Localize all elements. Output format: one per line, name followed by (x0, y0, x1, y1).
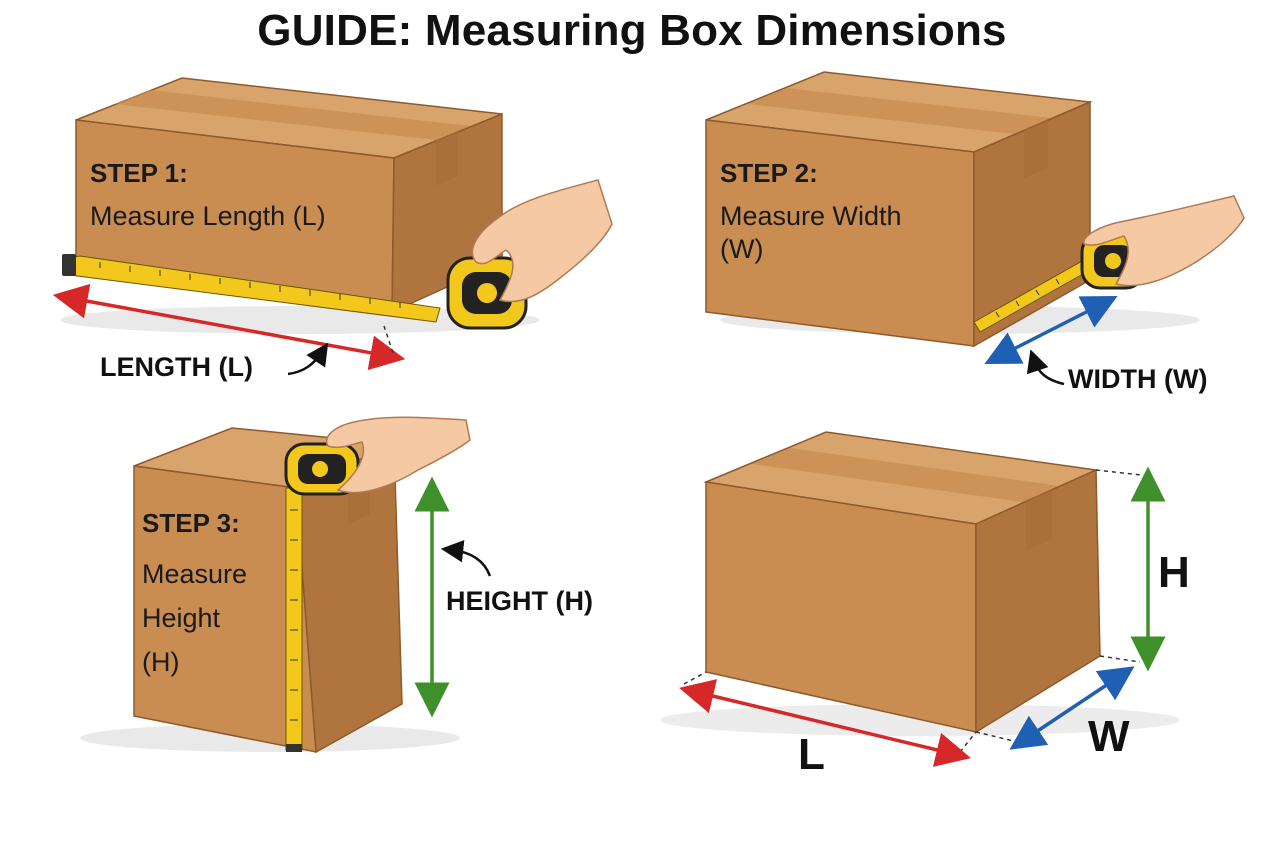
summary-length-label: L (798, 730, 825, 779)
width-arrow (984, 296, 1118, 364)
summary-box-illustration (660, 431, 1180, 736)
length-label-pointer (287, 342, 329, 376)
hand-icon (471, 179, 613, 303)
hand-icon (1083, 195, 1245, 287)
step-1-instruction: Measure Length (L) (90, 200, 326, 233)
step-3-line-1: Measure (142, 559, 248, 589)
height-label: HEIGHT (H) (446, 586, 593, 616)
width-label: WIDTH (W) (1068, 364, 1208, 394)
length-arrow (52, 283, 406, 371)
step-2-heading: STEP 2: (720, 158, 818, 188)
summary-height-label: H (1158, 548, 1190, 597)
step-2-line-2: (W) (720, 234, 764, 264)
length-label: LENGTH (L) (100, 352, 253, 382)
step-3-heading: STEP 3: (142, 508, 240, 538)
summary-width-label: W (1088, 712, 1130, 761)
hand-icon (325, 416, 471, 494)
page-title: GUIDE: Measuring Box Dimensions (257, 6, 1007, 55)
width-label-pointer (1026, 349, 1065, 386)
step-3-line-2: Height (142, 603, 221, 633)
step-3-line-3: (H) (142, 647, 180, 677)
step-1-heading: STEP 1: (90, 158, 188, 188)
summary-width-arrow (1009, 666, 1135, 750)
step-2-instruction: Measure Width (W) (720, 200, 902, 266)
step-1-line-1: Measure Length (L) (90, 201, 326, 231)
step-3-instruction: Measure Height (H) (142, 552, 247, 684)
width-box-illustration (705, 71, 1200, 348)
tape-measure-icon (284, 442, 360, 752)
height-label-pointer (440, 540, 492, 577)
step-2-line-1: Measure Width (720, 201, 902, 231)
summary-length-arrow (678, 679, 972, 767)
